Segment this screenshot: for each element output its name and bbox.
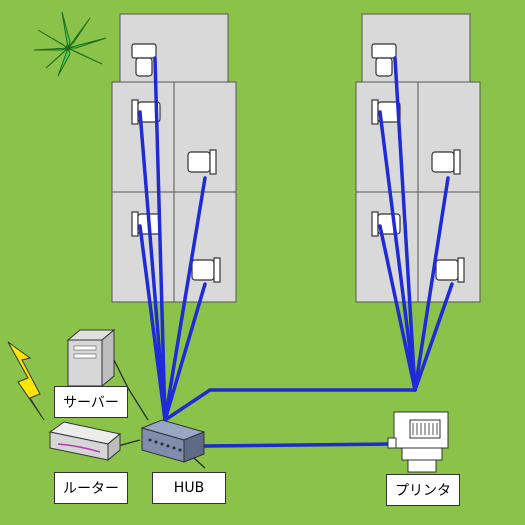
- server-icon: [66, 328, 116, 388]
- cable: [163, 176, 207, 422]
- pc-icon: [131, 211, 161, 237]
- cable: [413, 282, 454, 392]
- right-desk-cluster: [355, 13, 481, 303]
- pc-icon: [191, 257, 221, 283]
- pc-icon: [187, 149, 217, 175]
- cable: [138, 224, 167, 422]
- printer-icon: [387, 411, 449, 473]
- pc-icon: [431, 149, 461, 175]
- pc-icon: [131, 99, 161, 125]
- desk-right-4: [417, 191, 481, 303]
- pc-icon: [435, 257, 465, 283]
- network-cables: [138, 56, 454, 448]
- cable: [153, 56, 167, 422]
- cable: [138, 110, 167, 422]
- router-label: ルーター: [54, 472, 128, 504]
- left-desk-cluster: [111, 13, 237, 303]
- right-workstations: [371, 43, 465, 283]
- pc-icon: [371, 43, 397, 77]
- cable: [393, 56, 417, 392]
- cable: [413, 176, 450, 392]
- desk-left-2: [173, 81, 237, 193]
- lightning-icon: [7, 341, 45, 421]
- cable: [163, 282, 207, 422]
- cable: [163, 388, 417, 422]
- hub-label: HUB: [152, 472, 226, 504]
- printer-label: プリンタ: [386, 474, 460, 506]
- desk-right-2: [417, 81, 481, 193]
- cable: [378, 110, 417, 392]
- pc-icon: [371, 99, 401, 125]
- pc-icon: [131, 43, 157, 77]
- router-icon: [48, 421, 122, 462]
- server-label: サーバー: [54, 386, 128, 418]
- cable: [378, 224, 417, 392]
- plant-icon: [33, 11, 107, 77]
- cable: [203, 442, 390, 448]
- hub-icon: [140, 419, 206, 463]
